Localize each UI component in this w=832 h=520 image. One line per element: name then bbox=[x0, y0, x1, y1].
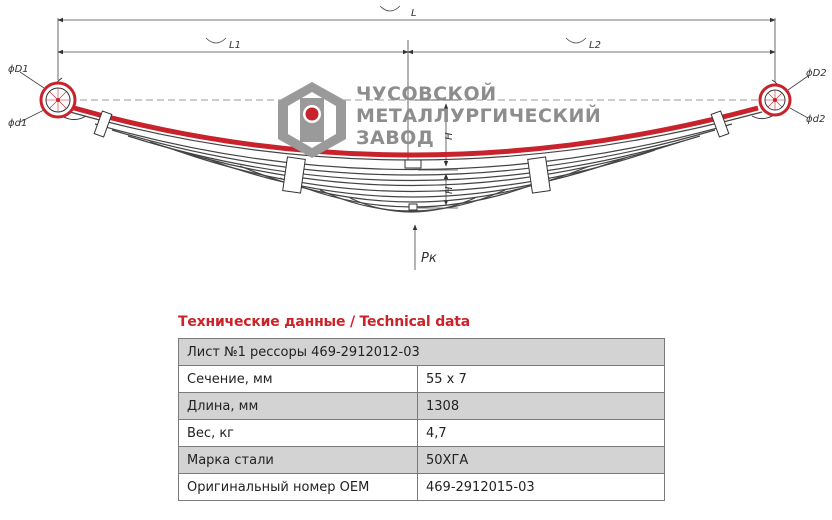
dimension-labels: L L1 L2 ϕD1 ϕd1 ϕD2 ϕd2 H H Pк bbox=[8, 8, 827, 266]
logo-line-3: ЗАВОД bbox=[356, 127, 434, 149]
table-row: Сечение, мм 55 x 7 bbox=[178, 365, 665, 393]
spec-header: Лист №1 рессоры 469-2912012-03 bbox=[178, 338, 665, 366]
chmz-logo-icon bbox=[278, 82, 346, 158]
load-label: Pк bbox=[421, 251, 437, 266]
spec-value: 4,7 bbox=[417, 419, 665, 447]
table-row: Оригинальный номер OEM 469-2912015-03 bbox=[178, 473, 665, 501]
dim-d2-outer-label: ϕD2 bbox=[806, 68, 827, 79]
table-row: Вес, кг 4,7 bbox=[178, 419, 665, 447]
spec-label: Марка стали bbox=[178, 446, 418, 474]
logo-line-1: ЧУСОВСКОЙ bbox=[356, 82, 497, 105]
dim-right-label: L2 bbox=[589, 40, 601, 51]
spec-value: 50ХГА bbox=[417, 446, 665, 474]
spec-table: Лист №1 рессоры 469-2912012-03 Сечение, … bbox=[178, 338, 665, 501]
dimension-lines bbox=[19, 5, 809, 270]
spec-label: Длина, мм bbox=[178, 392, 418, 420]
left-eye bbox=[39, 77, 87, 120]
spec-label: Сечение, мм bbox=[178, 365, 418, 393]
dim-overall-label: L bbox=[411, 8, 417, 19]
dim-d1-inner-label: ϕd1 bbox=[8, 118, 27, 129]
spec-value: 55 x 7 bbox=[417, 365, 665, 393]
spec-label: Вес, кг bbox=[178, 419, 418, 447]
dim-left-label: L1 bbox=[229, 40, 241, 51]
spec-value: 469-2912015-03 bbox=[417, 473, 665, 501]
company-logo: ЧУСОВСКОЙ МЕТАЛЛУРГИЧЕСКИЙ ЗАВОД bbox=[278, 82, 601, 158]
main-leaf bbox=[73, 105, 759, 158]
dim-d2-inner-label: ϕd2 bbox=[806, 114, 825, 125]
dim-d1-outer-label: ϕD1 bbox=[8, 64, 29, 75]
spec-header-row: Лист №1 рессоры 469-2912012-03 bbox=[178, 338, 665, 366]
right-eye bbox=[751, 79, 792, 120]
spec-value: 1308 bbox=[417, 392, 665, 420]
logo-line-2: МЕТАЛЛУРГИЧЕСКИЙ bbox=[356, 104, 601, 127]
table-row: Длина, мм 1308 bbox=[178, 392, 665, 420]
spec-label: Оригинальный номер OEM bbox=[178, 473, 418, 501]
spec-table-title: Технические данные / Technical data bbox=[178, 314, 471, 330]
dim-height-upper-label: H bbox=[444, 132, 455, 140]
leaf-spring-drawing: L L1 L2 ϕD1 ϕd1 ϕD2 ϕd2 H H Pк bbox=[8, 5, 827, 270]
spring-clamps bbox=[93, 110, 730, 211]
table-row: Марка стали 50ХГА bbox=[178, 446, 665, 474]
